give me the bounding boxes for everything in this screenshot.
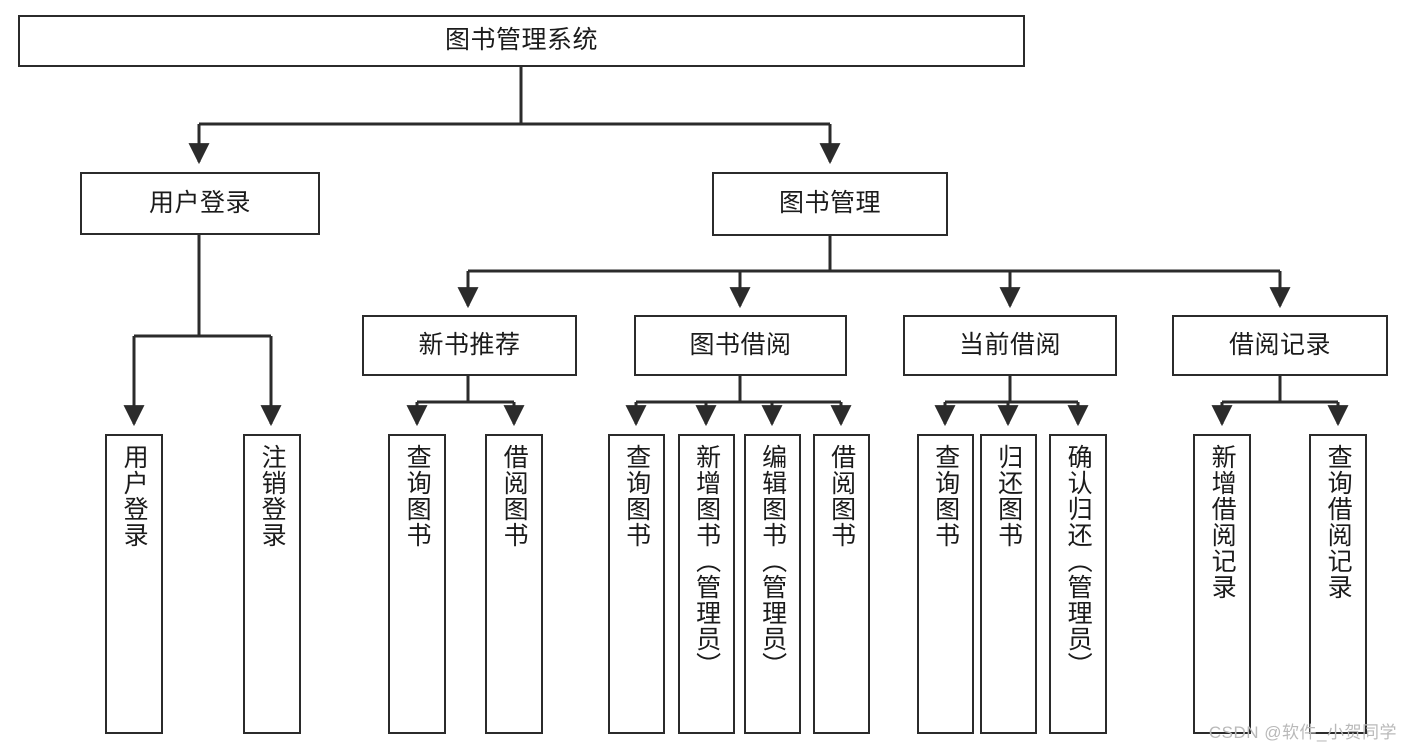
node-borrow-records-label: 借阅记录 — [1228, 330, 1331, 359]
leaf-records-add-record-label: 新增借阅记录 — [1208, 444, 1237, 600]
node-book-borrow[interactable]: 图书借阅 — [634, 315, 847, 376]
leaf-records-query-record[interactable]: 查询借阅记录 — [1309, 434, 1367, 734]
node-borrow-records[interactable]: 借阅记录 — [1172, 315, 1388, 376]
leaf-current-query-book[interactable]: 查询图书 — [917, 434, 974, 734]
node-root-system[interactable]: 图书管理系统 — [18, 15, 1025, 67]
leaf-current-confirm-return[interactable]: 确认归还（管理员） — [1049, 434, 1107, 734]
leaf-borrow-query-book-label: 查询图书 — [622, 444, 651, 548]
leaf-current-return-book[interactable]: 归还图书 — [980, 434, 1037, 734]
connector-group-borrow — [625, 376, 852, 427]
leaf-new-book-borrow[interactable]: 借阅图书 — [485, 434, 543, 734]
leaf-user-login-login-label: 用户登录 — [120, 444, 149, 548]
leaf-new-book-borrow-label: 借阅图书 — [500, 444, 529, 548]
leaf-user-login-logout-label: 注销登录 — [258, 444, 287, 548]
node-user-login-label: 用户登录 — [148, 188, 251, 217]
leaf-records-add-record[interactable]: 新增借阅记录 — [1193, 434, 1251, 734]
node-new-book-recommend[interactable]: 新书推荐 — [362, 315, 577, 376]
leaf-current-confirm-return-label: 确认归还（管理员） — [1064, 444, 1093, 678]
leaf-current-return-book-label: 归还图书 — [994, 444, 1023, 548]
connector-group-current-borrow — [934, 376, 1089, 427]
node-user-login[interactable]: 用户登录 — [80, 172, 320, 235]
leaf-user-login-login[interactable]: 用户登录 — [105, 434, 163, 734]
connector-group-records — [1211, 376, 1349, 427]
leaf-new-book-query[interactable]: 查询图书 — [388, 434, 446, 734]
node-root-system-label: 图书管理系统 — [444, 26, 598, 55]
leaf-current-query-book-label: 查询图书 — [931, 444, 960, 548]
connector-group-new-books — [406, 376, 525, 427]
leaf-borrow-add-book-label: 新增图书（管理员） — [692, 444, 721, 678]
leaf-borrow-edit-book-label: 编辑图书（管理员） — [758, 444, 787, 678]
node-new-book-recommend-label: 新书推荐 — [418, 330, 521, 359]
leaf-borrow-borrow-book-label: 借阅图书 — [827, 444, 856, 548]
node-current-borrow[interactable]: 当前借阅 — [903, 315, 1117, 376]
leaf-records-query-record-label: 查询借阅记录 — [1324, 444, 1353, 600]
leaf-borrow-add-book[interactable]: 新增图书（管理员） — [678, 434, 735, 734]
leaf-borrow-borrow-book[interactable]: 借阅图书 — [813, 434, 870, 734]
leaf-user-login-logout[interactable]: 注销登录 — [243, 434, 301, 734]
connector-group-user-login — [123, 235, 282, 427]
leaf-borrow-query-book[interactable]: 查询图书 — [608, 434, 665, 734]
leaf-borrow-edit-book[interactable]: 编辑图书（管理员） — [744, 434, 801, 734]
node-current-borrow-label: 当前借阅 — [958, 330, 1061, 359]
node-book-borrow-label: 图书借阅 — [689, 330, 792, 359]
connector-group-book-manage — [457, 236, 1291, 309]
connector-group-root — [188, 67, 841, 165]
leaf-new-book-query-label: 查询图书 — [403, 444, 432, 548]
node-book-management-label: 图书管理 — [778, 189, 881, 218]
node-book-management[interactable]: 图书管理 — [712, 172, 948, 236]
